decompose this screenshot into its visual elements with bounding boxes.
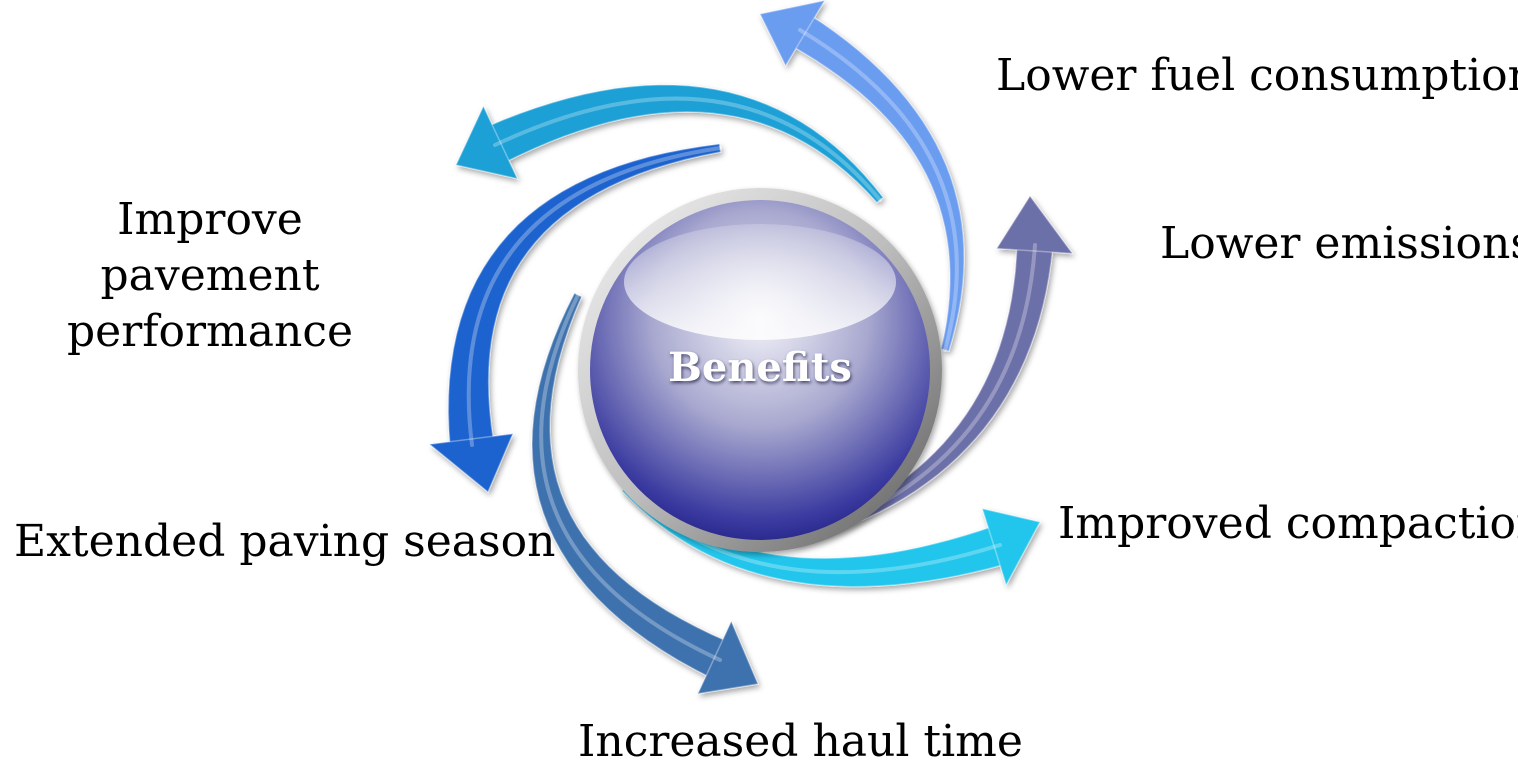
label-improved-compaction: Improved compaction (1058, 498, 1518, 549)
arrow-increased-haul-time-highlight (539, 293, 722, 662)
label-lower-emissions: Lower emissions (1160, 218, 1518, 269)
arrows-layer (427, 0, 1075, 695)
label-increased-haul-time: Increased haul time (578, 716, 1023, 762)
arrow-lower-fuel-consumption-highlight (798, 28, 959, 352)
arrow-improve-pavement-performance (454, 84, 885, 204)
arrow-increased-haul-time (531, 292, 760, 695)
center-label: Benefits (668, 344, 852, 391)
arrow-extended-paving-season-highlight (466, 146, 722, 447)
arrow-extended-paving-season (427, 143, 722, 494)
arrow-improve-pavement-performance-highlight (493, 96, 882, 202)
label-improve-pavement-performance: Improve pavement performance (66, 194, 354, 357)
center-sphere (578, 188, 942, 552)
arrow-lower-fuel-consumption (758, 0, 965, 353)
label-lower-fuel-consumption: Lower fuel consumption (996, 50, 1518, 101)
label-extended-paving-season: Extended paving season (14, 516, 556, 567)
